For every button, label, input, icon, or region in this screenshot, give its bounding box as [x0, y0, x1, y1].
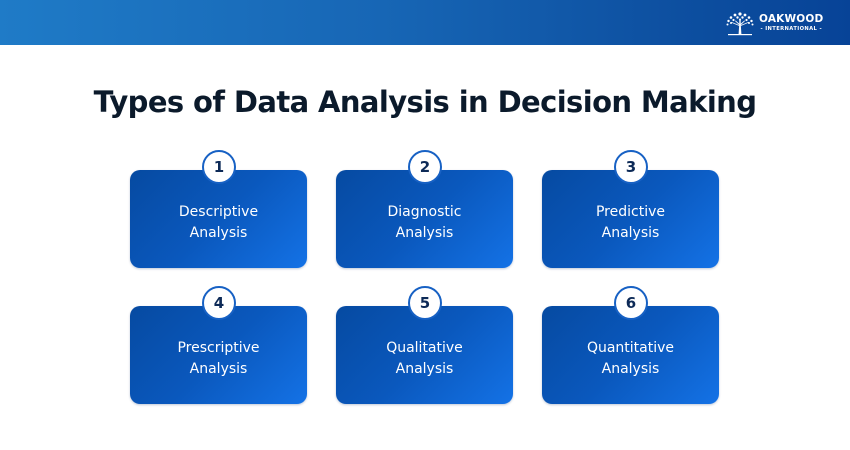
oakwood-logo: OAKWOOD - INTERNATIONAL - — [724, 9, 823, 37]
number-badge: 2 — [408, 150, 442, 184]
logo-text: OAKWOOD - INTERNATIONAL - — [759, 13, 823, 34]
card-quantitative-analysis: Quantitative Analysis — [542, 306, 719, 404]
logo-subtitle: - INTERNATIONAL - — [760, 25, 823, 32]
card-qualitative-analysis: Qualitative Analysis — [336, 306, 513, 404]
card-label: Descriptive Analysis — [178, 204, 259, 241]
number-badge: 5 — [408, 286, 442, 320]
number-badge: 3 — [614, 150, 648, 184]
number-badge: 1 — [202, 150, 236, 184]
header-band: OAKWOOD - INTERNATIONAL - — [0, 0, 850, 45]
card-label: Predictive Analysis — [595, 204, 665, 241]
card-label: Prescriptive Analysis — [177, 340, 260, 377]
card-prescriptive-analysis: Prescriptive Analysis — [130, 306, 307, 404]
card-label: Quantitative Analysis — [586, 340, 675, 377]
card-diagnostic-analysis: Diagnostic Analysis — [336, 170, 513, 268]
logo-name: OAKWOOD — [759, 12, 824, 25]
number-badge: 4 — [202, 286, 236, 320]
tree-icon — [726, 12, 754, 36]
card-predictive-analysis: Predictive Analysis — [542, 170, 719, 268]
page-title: Types of Data Analysis in Decision Makin… — [93, 85, 757, 119]
card-descriptive-analysis: Descriptive Analysis — [130, 170, 307, 268]
card-label: Qualitative Analysis — [386, 340, 463, 377]
number-badge: 6 — [614, 286, 648, 320]
card-label: Diagnostic Analysis — [387, 204, 462, 241]
